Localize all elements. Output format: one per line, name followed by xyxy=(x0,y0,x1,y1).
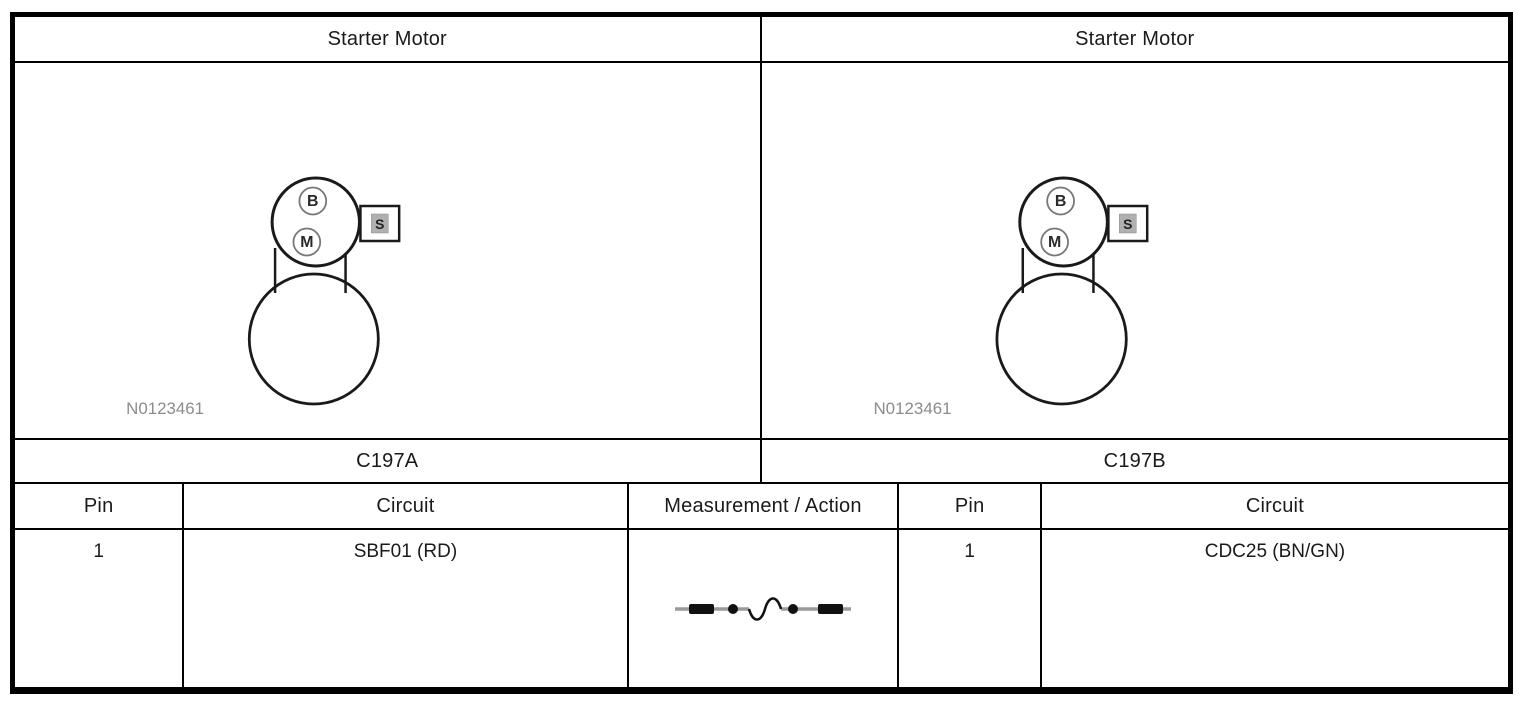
terminal-s-label: S xyxy=(1123,216,1132,232)
connector-terminal-right xyxy=(817,603,843,614)
wire-continuity-resistance-icon xyxy=(674,596,851,621)
header-measurement-action: Measurement / Action xyxy=(629,484,900,528)
starter-motor-connector-diagram-right: S B M N0123461 xyxy=(873,176,1148,418)
left-connector-diagram-cell: S B M N0123461 xyxy=(15,63,762,438)
header-pin-right: Pin xyxy=(899,484,1042,528)
motor-body-circle xyxy=(247,272,380,406)
pin-value-right: 1 xyxy=(899,530,1042,687)
terminal-s-label: S xyxy=(375,216,384,232)
terminal-m-label: M xyxy=(1047,234,1060,251)
terminal-b-ring xyxy=(1045,186,1075,216)
probe-point-left xyxy=(727,603,738,614)
header-circuit-left: Circuit xyxy=(184,484,629,528)
terminal-b-ring xyxy=(298,186,328,216)
right-panel-title: Starter Motor xyxy=(1075,27,1195,50)
terminal-s-inner xyxy=(371,213,389,234)
circuit-value-right: CDC25 (BN/GN) xyxy=(1204,541,1346,562)
terminal-m-ring xyxy=(292,227,322,257)
connector-test-table: Starter Motor Starter Motor S B xyxy=(10,12,1513,694)
probe-point-right xyxy=(787,603,798,614)
connector-name-row: C197A C197B xyxy=(15,440,1508,484)
right-connector-name: C197B xyxy=(1103,449,1166,472)
figure-id-label: N0123461 xyxy=(126,399,204,418)
starter-motor-connector-diagram-left: S B M N0123461 xyxy=(126,176,401,418)
motor-body-circle xyxy=(995,272,1128,406)
left-connector-name: C197A xyxy=(15,440,762,482)
right-connector-diagram-cell: S B M N0123461 xyxy=(762,63,1509,438)
measurement-cell xyxy=(629,530,900,687)
header-pin-left: Pin xyxy=(15,484,185,528)
terminal-b-label: B xyxy=(1054,193,1066,210)
terminal-s-inner xyxy=(1118,213,1136,234)
connector-terminal-left xyxy=(688,603,714,614)
title-row: Starter Motor Starter Motor xyxy=(15,17,1508,63)
header-circuit-right: Circuit xyxy=(1245,494,1304,517)
resistance-squiggle xyxy=(747,596,783,621)
pin-value-left: 1 xyxy=(15,530,185,687)
left-panel-title: Starter Motor xyxy=(15,17,762,61)
diagram-row: S B M N0123461 S xyxy=(15,63,1508,440)
circuit-value-left: SBF01 (RD) xyxy=(184,530,629,687)
pin-table-header-row: Pin Circuit Measurement / Action Pin Cir… xyxy=(15,484,1508,530)
pin-table-data-row: 1 SBF01 (RD) 1 CDC25 (BN/GN) xyxy=(15,530,1508,687)
terminal-m-ring xyxy=(1039,227,1069,257)
terminal-b-label: B xyxy=(307,193,318,210)
terminal-m-label: M xyxy=(300,234,313,251)
figure-id-label: N0123461 xyxy=(873,399,951,418)
